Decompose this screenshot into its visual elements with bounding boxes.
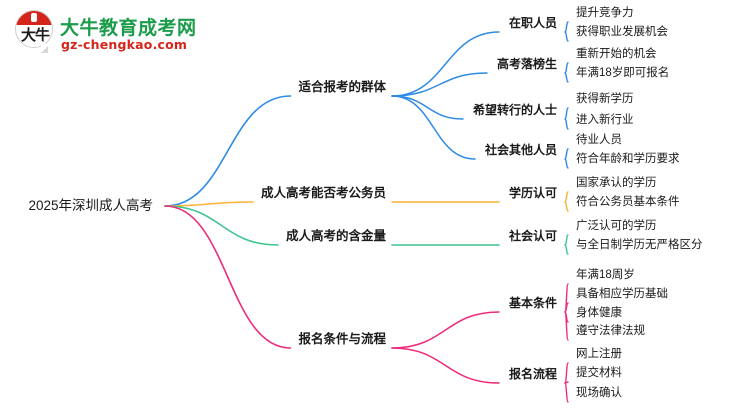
leaf-node-1-4-2[interactable]: 符合年龄和学历要求 bbox=[576, 153, 680, 165]
branch-node-1[interactable]: 适合报考的群体 bbox=[298, 80, 386, 94]
leaf-node-1-2-1[interactable]: 重新开始的机会 bbox=[576, 48, 657, 60]
leaf-node-4-2-3[interactable]: 现场确认 bbox=[576, 387, 622, 399]
leaf-node-1-1-2[interactable]: 获得职业发展机会 bbox=[576, 26, 668, 38]
subbranch-node-1-4[interactable]: 社会其他人员 bbox=[484, 143, 557, 157]
subbranch-node-3-1[interactable]: 社会认可 bbox=[508, 229, 557, 243]
leaf-node-4-2-2[interactable]: 提交材料 bbox=[576, 367, 622, 379]
branch-node-3[interactable]: 成人高考的含金量 bbox=[285, 229, 386, 243]
leaf-node-3-1-1[interactable]: 广泛认可的学历 bbox=[576, 220, 657, 232]
branch-node-4[interactable]: 报名条件与流程 bbox=[298, 332, 386, 346]
leaf-node-4-1-3[interactable]: 身体健康 bbox=[576, 307, 622, 319]
branch-node-2[interactable]: 成人高考能否考公务员 bbox=[260, 186, 386, 200]
subbranch-node-1-1[interactable]: 在职人员 bbox=[508, 16, 557, 30]
leaf-node-3-1-2[interactable]: 与全日制学历无严格区分 bbox=[576, 239, 703, 251]
leaf-node-1-3-1[interactable]: 获得新学历 bbox=[576, 93, 634, 105]
subbranch-node-4-2[interactable]: 报名流程 bbox=[508, 367, 557, 381]
leaf-node-4-2-1[interactable]: 网上注册 bbox=[576, 348, 622, 360]
leaf-node-1-3-2[interactable]: 进入新行业 bbox=[576, 114, 634, 126]
leaf-node-4-1-2[interactable]: 具备相应学历基础 bbox=[576, 288, 668, 300]
leaf-node-1-2-2[interactable]: 年满18岁即可报名 bbox=[576, 67, 670, 79]
leaf-node-2-1-2[interactable]: 符合公务员基本条件 bbox=[576, 196, 680, 208]
daniu-speech-bubble-logo-icon: 大牛 bbox=[14, 10, 56, 53]
subbranch-node-1-3[interactable]: 希望转行的人士 bbox=[472, 103, 557, 117]
leaf-node-2-1-1[interactable]: 国家承认的学历 bbox=[576, 177, 657, 189]
subbranch-node-4-1[interactable]: 基本条件 bbox=[508, 296, 557, 310]
brand-url: gz-chengkao.com bbox=[61, 37, 188, 52]
site-logo: 大牛 大牛教育成考网 gz-chengkao.com bbox=[14, 8, 214, 56]
brand-name: 大牛教育成考网 bbox=[60, 17, 197, 39]
leaf-node-1-4-1[interactable]: 待业人员 bbox=[576, 134, 622, 146]
root-node: 2025年深圳成人高考 bbox=[28, 198, 153, 213]
logo-mark-text: 大牛 bbox=[20, 26, 50, 44]
subbranch-node-2-1[interactable]: 学历认可 bbox=[508, 186, 557, 200]
leaf-node-1-1-1[interactable]: 提升竞争力 bbox=[576, 7, 634, 19]
leaf-node-4-1-4[interactable]: 遵守法律法规 bbox=[576, 325, 645, 337]
leaf-node-4-1-1[interactable]: 年满18周岁 bbox=[576, 269, 635, 281]
subbranch-node-1-2[interactable]: 高考落榜生 bbox=[496, 57, 557, 71]
